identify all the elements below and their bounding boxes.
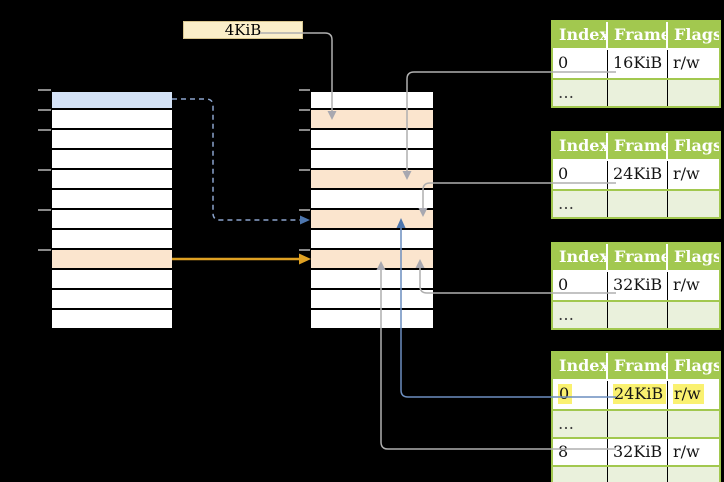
virtual-memory-row-7 xyxy=(52,230,172,250)
page-table-cell-index: 0 xyxy=(553,161,608,189)
page-table-row: 0 24KiB r/w xyxy=(553,381,719,409)
page-size-label: 4KiB xyxy=(224,21,262,39)
physical-memory-row-3 xyxy=(311,150,433,170)
page-table-row: … xyxy=(553,409,719,437)
page-table-cell-index: 0 xyxy=(553,381,608,409)
virtual-memory-row-4 xyxy=(52,170,172,190)
page-table-cell-frame xyxy=(608,80,668,106)
physical-memory-row-0 xyxy=(311,90,433,110)
page-table-cell-index: 0 xyxy=(553,50,608,78)
page-table-cell-flags: r/w xyxy=(668,50,719,78)
page-table-header-cell: Index xyxy=(553,244,608,270)
virtual-memory-column xyxy=(52,90,172,330)
page-table-header-cell: Flags xyxy=(668,244,719,270)
page-table-cell-index: 0 xyxy=(553,272,608,300)
page-table-header-cell: Flags xyxy=(668,22,719,48)
physical-memory-row-1 xyxy=(311,110,433,130)
virtual-memory-row-10 xyxy=(52,290,172,310)
virtual-memory-row-0 xyxy=(52,90,172,110)
physical-memory-column xyxy=(311,90,433,330)
physical-memory-row-8 xyxy=(311,250,433,270)
arrowhead-orange-icon xyxy=(299,253,311,265)
page-table-cell-frame xyxy=(608,191,668,217)
virtual-memory-row-3 xyxy=(52,150,172,170)
page-table-header-cell: Frame xyxy=(608,353,668,379)
page-table-cell-flags xyxy=(668,411,719,437)
page-table-header-cell: Frame xyxy=(608,22,668,48)
page-table-cell-index: … xyxy=(553,191,608,217)
virtual-memory-row-5 xyxy=(52,190,172,210)
virtual-memory-row-11 xyxy=(52,310,172,330)
page-table-header-cell: Index xyxy=(553,353,608,379)
page-table-row: … xyxy=(553,189,719,217)
physical-memory-row-11 xyxy=(311,310,433,330)
virtual-memory-row-6 xyxy=(52,210,172,230)
page-size-box: 4KiB xyxy=(183,21,303,39)
page-table-row: … xyxy=(553,78,719,106)
physical-memory-row-2 xyxy=(311,130,433,150)
physical-memory-row-7 xyxy=(311,230,433,250)
page-table-cell-index: … xyxy=(553,467,608,482)
virtual-memory-row-2 xyxy=(52,130,172,150)
page-table-cell-frame xyxy=(608,411,668,437)
page-table-cell-flags: r/w xyxy=(668,381,719,409)
virtual-memory-row-1 xyxy=(52,110,172,130)
physical-memory-row-5 xyxy=(311,190,433,210)
physical-memory-row-4 xyxy=(311,170,433,190)
virtual-memory-row-9 xyxy=(52,270,172,290)
page-table-cell-frame: 32KiB xyxy=(608,272,668,300)
page-table-cell-frame: 24KiB xyxy=(608,161,668,189)
page-table-cell-flags xyxy=(668,302,719,328)
page-table-header-cell: Index xyxy=(553,22,608,48)
page-table-header-cell: Flags xyxy=(668,133,719,159)
page-table-cell-frame: 24KiB xyxy=(608,381,668,409)
page-table-cell-frame xyxy=(608,302,668,328)
page-table-cell-flags: r/w xyxy=(668,272,719,300)
page-table-cell-frame: 32KiB xyxy=(608,439,668,465)
page-table-cell-flags xyxy=(668,80,719,106)
page-table-cell-index: … xyxy=(553,80,608,106)
page-table-header-cell: Frame xyxy=(608,133,668,159)
highlighted-value: 24KiB xyxy=(613,384,667,404)
physical-memory-row-9 xyxy=(311,270,433,290)
physical-memory-row-6 xyxy=(311,210,433,230)
physical-memory-row-10 xyxy=(311,290,433,310)
arrow-virtual-blue-page-mapping xyxy=(172,98,300,221)
page-table-cell-index: … xyxy=(553,411,608,437)
highlighted-value: 0 xyxy=(558,384,573,404)
arrowhead-dashed-icon xyxy=(300,215,310,225)
page-table-row: … xyxy=(553,465,719,482)
page-table-header-cell: Frame xyxy=(608,244,668,270)
page-table-cell-flags: r/w xyxy=(668,439,719,465)
page-table-cell-flags: r/w xyxy=(668,161,719,189)
page-table-cell-flags xyxy=(668,191,719,217)
page-table-header-cell: Index xyxy=(553,133,608,159)
page-table-header-cell: Flags xyxy=(668,353,719,379)
highlighted-value: r/w xyxy=(673,384,704,404)
page-table-cell-flags xyxy=(668,467,719,482)
page-table-cell-frame xyxy=(608,467,668,482)
page-table-row: … xyxy=(553,300,719,328)
page-table-cell-index: … xyxy=(553,302,608,328)
page-table-cell-frame: 16KiB xyxy=(608,50,668,78)
virtual-memory-row-8 xyxy=(52,250,172,270)
page-table-cell-index: 8 xyxy=(553,439,608,465)
